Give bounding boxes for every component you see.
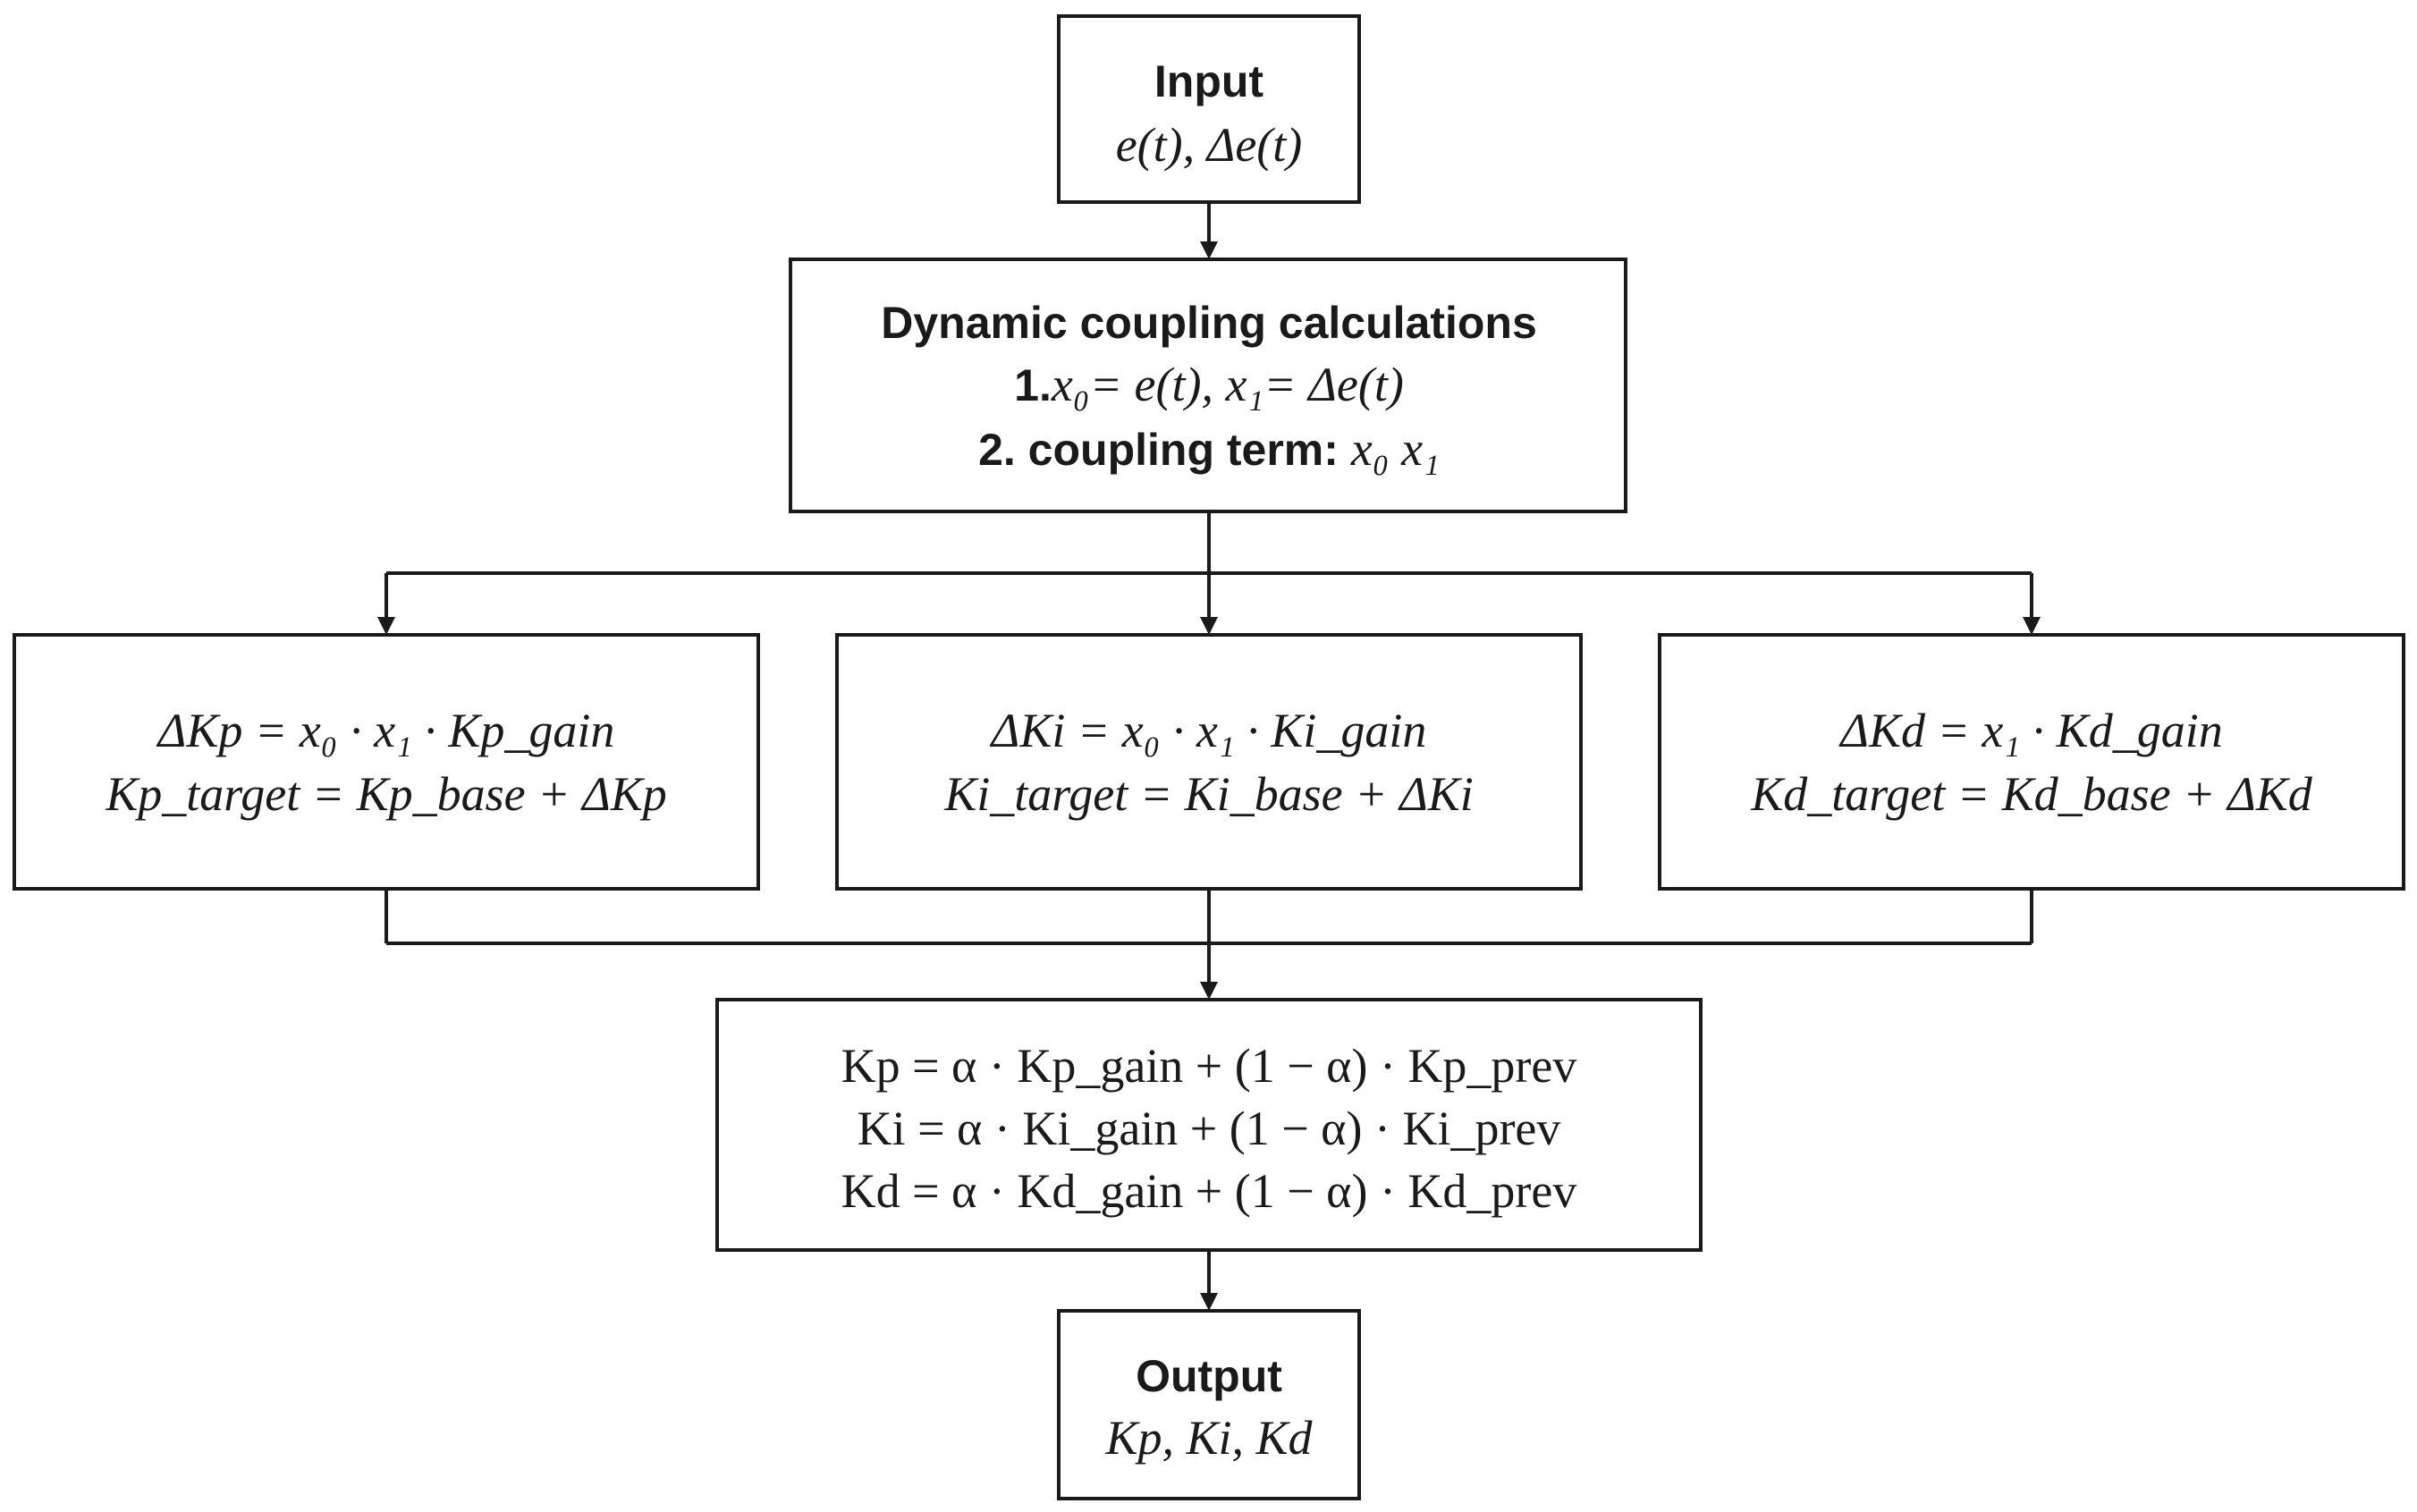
input-node: Input e(t), Δe(t) (1057, 14, 1361, 204)
arrowhead-to-ki (1200, 617, 1218, 635)
arrowhead-to-output (1200, 1293, 1218, 1311)
coupling-step2-label: 2. coupling term: (978, 425, 1339, 475)
coupling-step2-formula: x₀ x₁ (1350, 422, 1440, 476)
arrowhead-to-kd (2023, 617, 2041, 635)
kd-delta-formula: ΔKd = x₁ · Kd_gain (1838, 704, 2222, 757)
ki-delta-formula: ΔKi = x₀ · x₁ · Ki_gain (990, 704, 1427, 757)
ki-target-formula: Ki_target = Ki_base + ΔKi (943, 767, 1474, 821)
arrowhead-to-kp (377, 617, 395, 635)
input-title: Input (1154, 56, 1264, 106)
output-title: Output (1136, 1351, 1282, 1401)
ki-gain-node: ΔKi = x₀ · x₁ · Ki_gain Ki_target = Ki_b… (835, 633, 1583, 891)
coupling-step1-number: 1. (1014, 360, 1052, 410)
kd-gain-box (1658, 633, 2405, 891)
output-formula: Kp, Ki, Kd (1104, 1411, 1313, 1465)
kd-target-formula: Kd_target = Kd_base + ΔKd (1750, 767, 2313, 821)
kd-gain-node: ΔKd = x₁ · Kd_gain Kd_target = Kd_base +… (1658, 633, 2405, 891)
coupling-step1: 1.x₀= e(t), x₁= Δe(t) (1014, 358, 1404, 411)
smoothing-kd-formula: Kd = α · Kd_gain + (1 − α) · Kd_prev (841, 1164, 1577, 1218)
output-box (1057, 1309, 1361, 1500)
input-formula: e(t), Δe(t) (1116, 118, 1303, 172)
smoothing-kp-formula: Kp = α · Kp_gain + (1 − α) · Kp_prev (841, 1039, 1577, 1093)
coupling-step2: 2. coupling term:x₀ x₁ (978, 422, 1440, 476)
input-box (1057, 14, 1361, 204)
kp-target-formula: Kp_target = Kp_base + ΔKp (105, 767, 667, 821)
output-node: Output Kp, Ki, Kd (1057, 1309, 1361, 1500)
coupling-step1-formula: x₀= e(t), x₁= Δe(t) (1051, 358, 1404, 411)
kp-delta-formula: ΔKp = x₀ · x₁ · Kp_gain (156, 704, 615, 757)
ki-gain-box (835, 633, 1583, 891)
kp-gain-node: ΔKp = x₀ · x₁ · Kp_gain Kp_target = Kp_b… (13, 633, 760, 891)
smoothing-node: Kp = α · Kp_gain + (1 − α) · Kp_prev Ki … (715, 998, 1703, 1252)
kp-gain-box (13, 633, 760, 891)
arrowhead-to-smoothing (1200, 982, 1218, 1000)
arrowhead-input-to-coupling (1200, 241, 1218, 259)
coupling-node: Dynamic coupling calculations 1.x₀= e(t)… (789, 258, 1627, 513)
coupling-title: Dynamic coupling calculations (881, 298, 1537, 348)
smoothing-ki-formula: Ki = α · Ki_gain + (1 − α) · Ki_prev (858, 1102, 1561, 1155)
